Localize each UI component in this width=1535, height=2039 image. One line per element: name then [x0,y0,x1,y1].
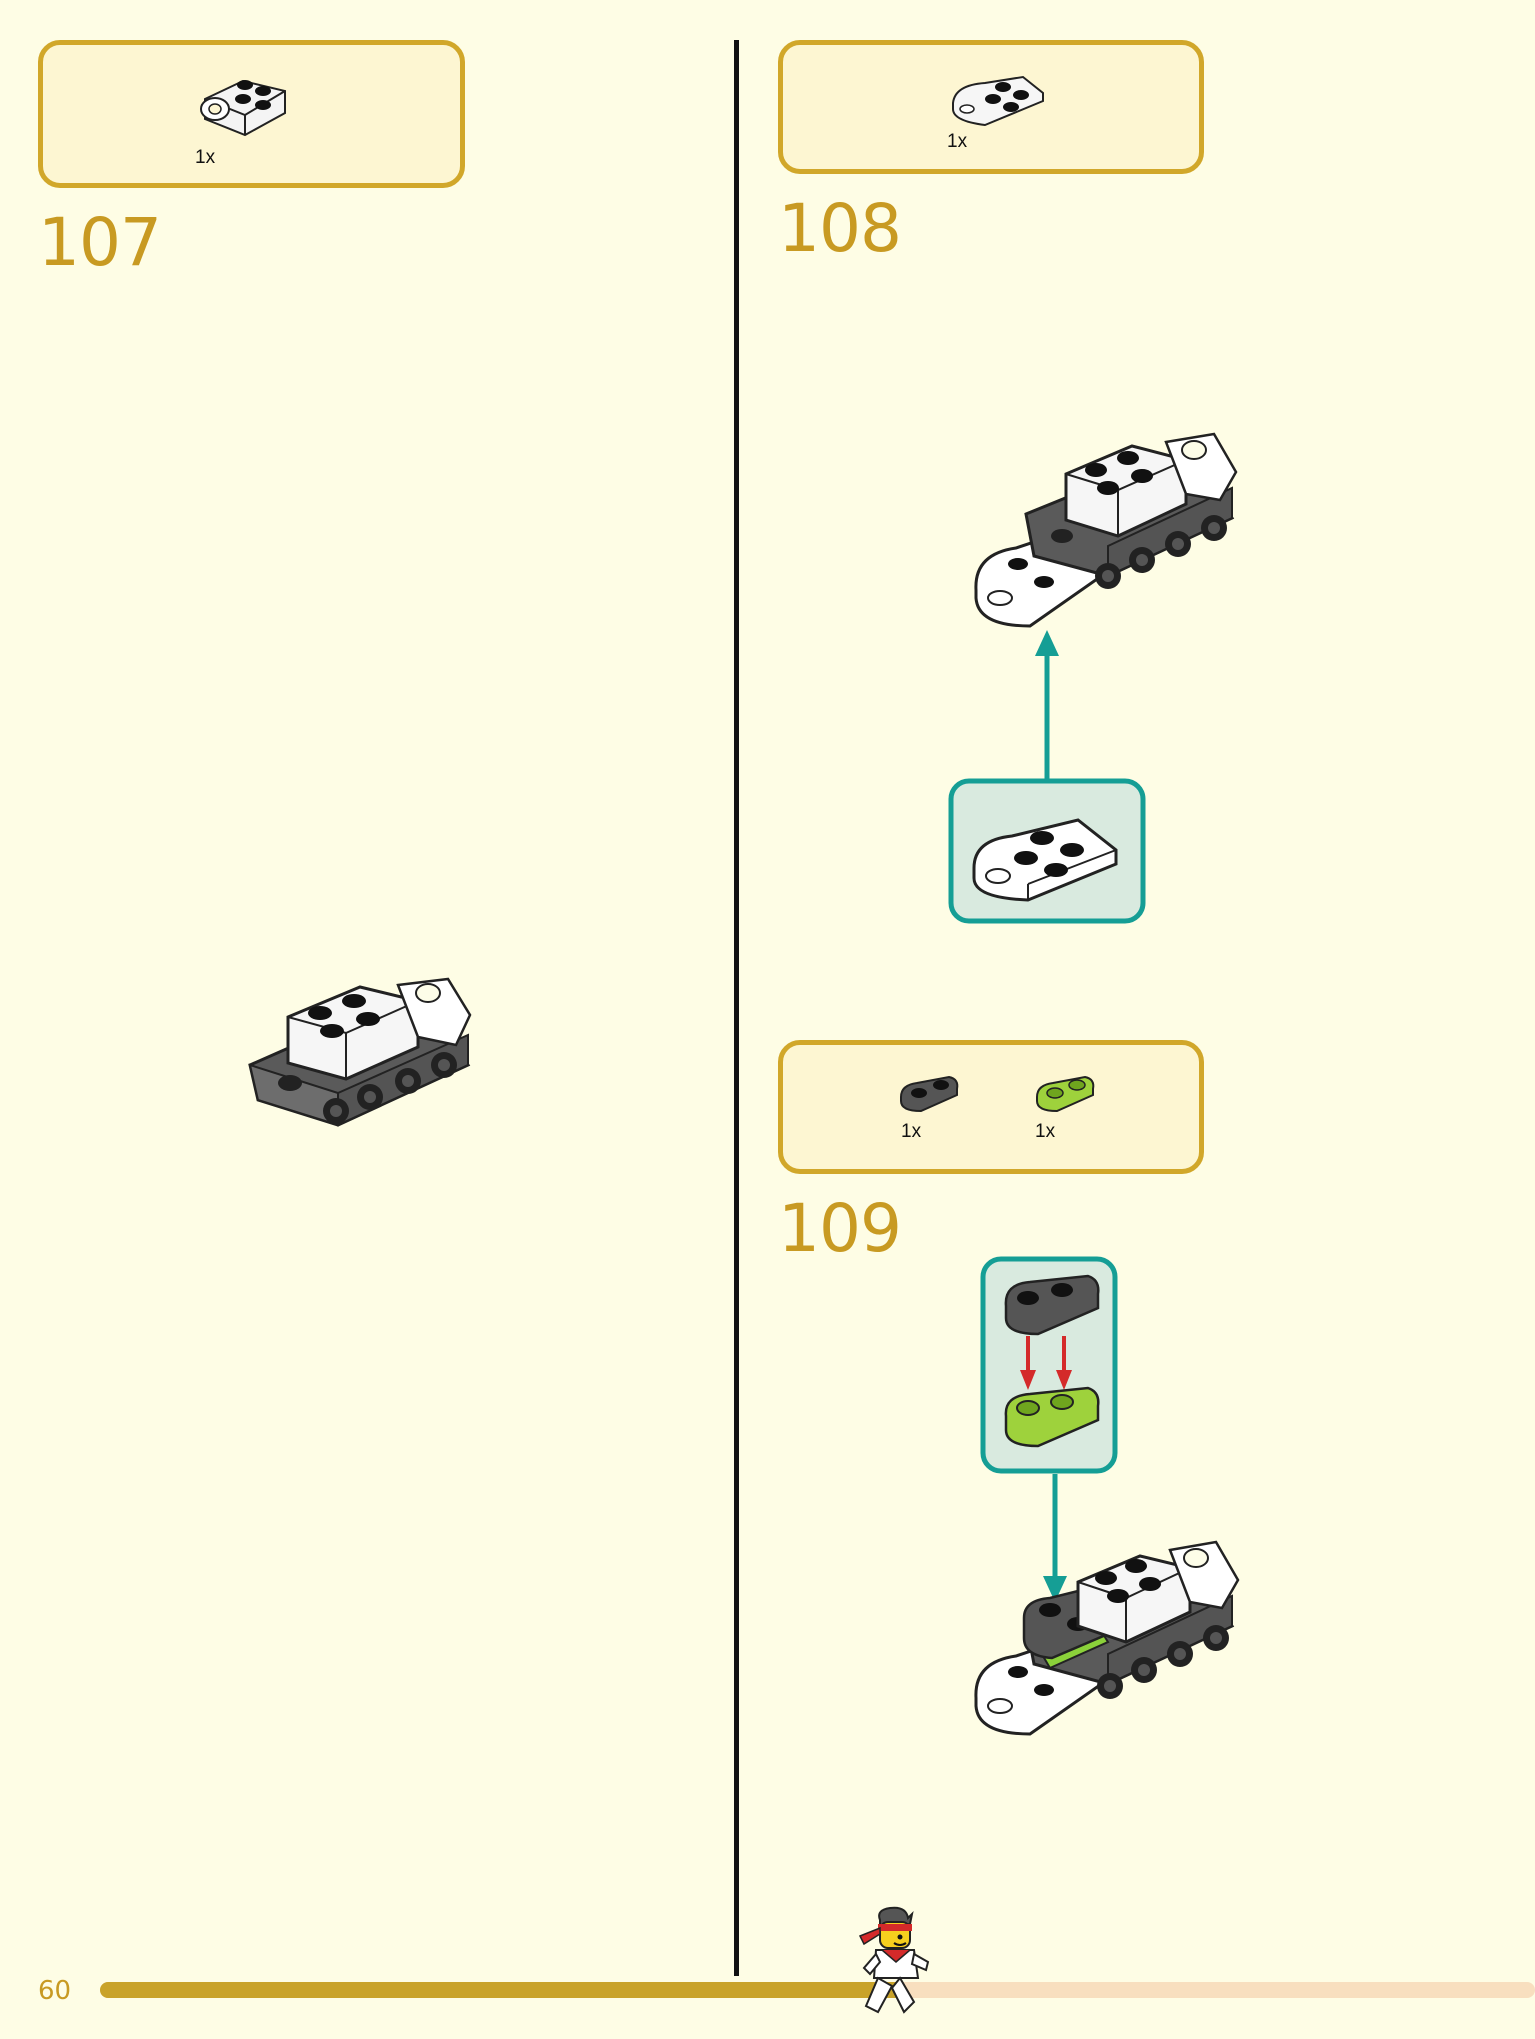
minifigure-runner-icon [858,1906,929,2014]
page-number: 60 [38,1976,72,2006]
part-quantity: 1x [901,1121,922,1142]
callout-plate-stack [980,1256,1118,1474]
teal-arrow-up-icon [1035,630,1059,782]
white-round-plate-icon [952,75,1044,127]
column-divider [734,40,739,1976]
lime-plate-1x2-icon [1036,1075,1095,1113]
callout-white-round-plate [948,778,1146,924]
parts-box-step-107: 1x [38,40,465,188]
step-number-109: 109 [778,1190,902,1267]
assembly-model-step-109 [974,1540,1240,1736]
teal-arrow-down-icon [1043,1474,1067,1602]
build-progress-bar [100,1982,1535,1998]
assembly-model-step-107 [248,977,472,1127]
part-quantity: 1x [1035,1121,1056,1142]
dark-gray-plate-1x2-icon [900,1075,959,1113]
step-number-108: 108 [778,190,902,267]
white-ball-joint-brick-icon [200,79,286,137]
part-quantity: 1x [195,147,216,168]
assembly-model-step-108 [974,432,1238,628]
parts-box-step-108: 1x [778,40,1204,174]
build-progress-fill [100,1982,904,1998]
step-number-107: 107 [38,204,162,281]
parts-box-step-109: 1x 1x [778,1040,1204,1174]
part-quantity: 1x [947,131,968,152]
